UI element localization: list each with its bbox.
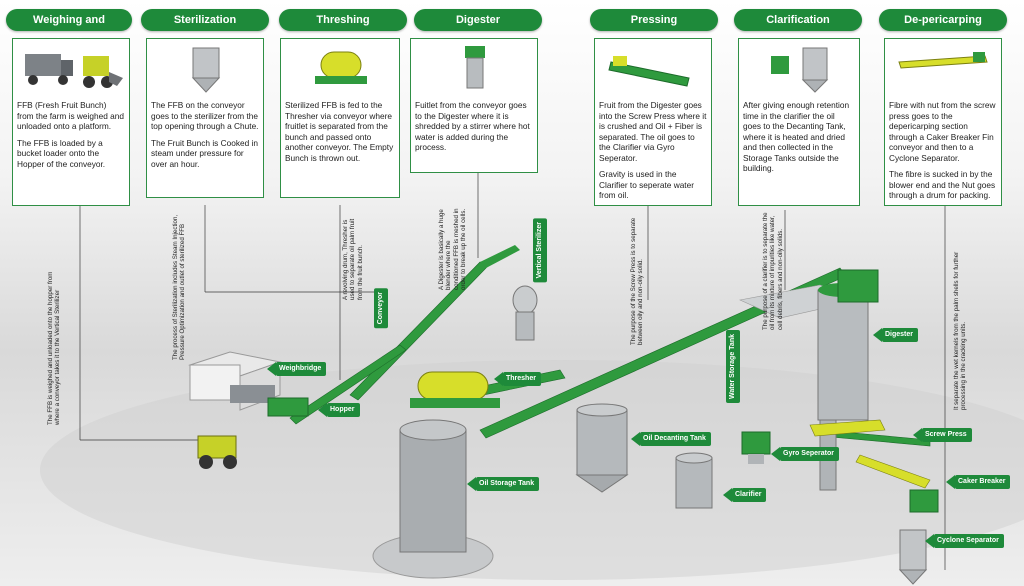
box-weighing-p2: The FFB is loaded by a bucket loader ont…	[17, 137, 106, 169]
label-screw-press: Screw Press	[913, 428, 972, 442]
box-pressing-p1: Fruit from the Digester goes into the Sc…	[599, 100, 707, 163]
info-box-depericarping: Fibre with nut from the screw press goes…	[884, 38, 1002, 206]
box-depericarping-p2: The fibre is sucked in by the blower end…	[889, 169, 996, 200]
box-weighing-p1: FFB (Fresh Fruit Bunch) from the farm is…	[17, 100, 124, 131]
caker-breaker-image	[889, 42, 997, 100]
box-sterilization-p2: The Fruit Bunch is Cooked in steam under…	[151, 137, 258, 169]
sterilizer-icon	[191, 47, 221, 93]
label-clarifier: Clarifier	[722, 488, 767, 502]
thresher-image	[285, 42, 395, 100]
label-thresher: Thresher	[494, 372, 541, 386]
clarifier-tank	[675, 452, 713, 509]
info-box-sterilization: The FFB on the conveyor goes to the ster…	[146, 38, 264, 198]
box-digester-p1: Fuitlet from the conveyor goes to the Di…	[415, 100, 530, 152]
note-weighing: The FFB is weighed and unloaded onto the…	[47, 271, 62, 425]
info-box-digester: Fuitlet from the conveyor goes to the Di…	[410, 38, 538, 173]
oil-decanting-tank	[575, 403, 629, 493]
digester-icon	[465, 46, 485, 89]
label-weighbridge: Weighbridge	[266, 362, 327, 376]
vertical-sterilizer	[480, 245, 520, 268]
clarifier-image	[743, 42, 855, 100]
info-box-clarification: After giving enough retention time in th…	[738, 38, 860, 206]
leader-lines	[79, 172, 946, 570]
label-gyro-seperator: Gyro Seperator	[771, 447, 839, 461]
header-depericarping: De-pericarping	[879, 9, 1007, 31]
hopper-machine	[267, 397, 309, 417]
label-oil-storage-tank: Oil Storage Tank	[466, 477, 540, 491]
header-threshing: Threshing	[279, 9, 407, 31]
note-depericarping: It separate the wet kernels from the pal…	[953, 251, 968, 410]
oil-storage-silo	[372, 419, 494, 579]
box-threshing-p1: Sterilized FFB is fed to the Thresher vi…	[285, 100, 394, 163]
caker-breaker-icon	[898, 52, 988, 69]
digester-image	[415, 42, 533, 100]
header-sterilization: Sterilization	[141, 9, 269, 31]
note-digester: A Digester is basically a huge blender w…	[438, 208, 468, 290]
box-depericarping-p1: Fibre with nut from the screw press goes…	[889, 100, 996, 163]
header-weighing: Weighing and Uploading	[6, 9, 132, 48]
bucket-loader	[197, 435, 237, 469]
note-clarifier: The purpose of a clarifier is to separat…	[762, 212, 784, 330]
label-conveyor: Conveyor	[374, 288, 388, 329]
clarifier-icon	[771, 47, 829, 93]
label-vertical-sterilizer: Vertical Sterilizer	[533, 218, 547, 283]
info-box-threshing: Sterilized FFB is fed to the Thresher vi…	[280, 38, 400, 198]
info-box-pressing: Fruit from the Digester goes into the Sc…	[594, 38, 712, 206]
screw-press-icon	[608, 56, 690, 87]
label-caker-breaker: Caker Breaker	[945, 475, 1011, 489]
label-oil-decanting-tank: Oil Decanting Tank	[631, 432, 711, 446]
note-threshing: A revolving drum, Thresher is used to se…	[342, 218, 364, 300]
label-digester: Digester	[872, 328, 919, 342]
box-sterilization-p1: The FFB on the conveyor goes to the ster…	[151, 100, 259, 131]
truck-and-loader-image	[17, 42, 125, 100]
digester-small	[512, 285, 538, 341]
box-clarification-p1: After giving enough retention time in th…	[743, 100, 850, 173]
clarifier-tower	[817, 269, 879, 491]
thresher-drum	[410, 371, 500, 408]
note-sterilization: The process of Sterilization includes St…	[172, 214, 187, 360]
truck-icon	[25, 54, 123, 88]
header-digester: Digester	[414, 9, 542, 31]
label-cyclone-separator: Cyclone Separator	[925, 534, 1004, 548]
cyclone-separator	[898, 529, 928, 585]
note-pressing: The purpose of the Screw Press is to sep…	[630, 217, 645, 345]
label-water-storage-tank: Water Storage Tank	[726, 330, 740, 403]
box-pressing-p2: Gravity is used in the Clarifier to sepe…	[599, 169, 694, 200]
label-hopper: Hopper	[318, 403, 360, 417]
caker-breaker-machine	[909, 489, 939, 513]
sterilizer-image	[151, 42, 259, 100]
info-box-weighing: FFB (Fresh Fruit Bunch) from the farm is…	[12, 38, 130, 206]
screw-press-image	[599, 42, 707, 100]
gyro-separator	[741, 431, 771, 464]
thresher-icon	[315, 51, 367, 84]
screw-press-machine	[809, 419, 931, 489]
header-clarification: Clarification	[734, 9, 862, 31]
header-pressing: Pressing	[590, 9, 718, 31]
